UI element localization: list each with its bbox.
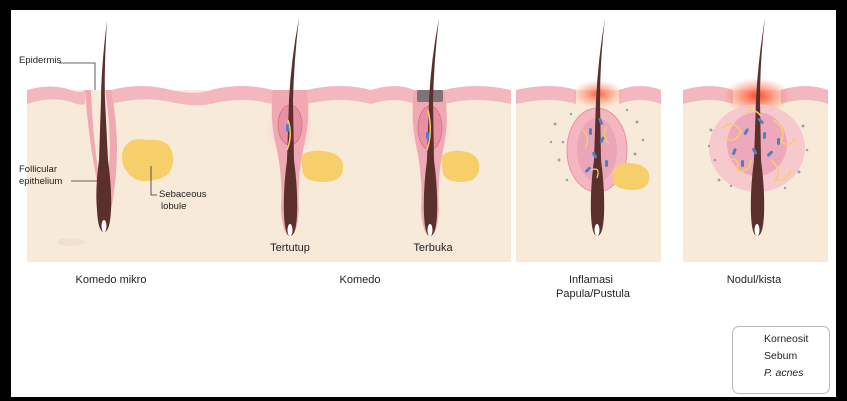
pale-mark: [57, 238, 85, 246]
open-comedo-sublabel: Terbuka: [413, 242, 452, 255]
hair-bulb-papilla: [428, 224, 433, 236]
hair-bulb-papilla: [595, 224, 600, 236]
caption-micro-comedo: Komedo mikro: [76, 274, 147, 287]
legend-sebum-label: Sebum: [764, 350, 797, 362]
caption-papule-pustule: Papula/Pustula: [556, 288, 630, 301]
sebaceous-gland: [441, 151, 479, 182]
panel-inflammation: [516, 18, 661, 262]
panel-nodule-cyst: [683, 18, 828, 262]
lobule-label: lobule: [161, 202, 186, 213]
acne-progression-diagram: Epidermis Follicular epithelium Sebaceou…: [11, 10, 836, 397]
closed-comedo-sublabel: Tertutup: [270, 242, 310, 255]
diagram-canvas: [11, 10, 836, 397]
follicular-label: Follicular: [19, 165, 57, 176]
panel-open-comedo: [371, 18, 511, 262]
sebaceous-label: Sebaceous: [159, 190, 207, 201]
legend-bacteria-label: P. acnes: [764, 367, 804, 379]
legend-corneocyte-label: Korneosit: [764, 333, 808, 345]
epidermis-label: Epidermis: [19, 56, 61, 67]
caption-inflammation: Inflamasi: [569, 274, 613, 287]
hair-bulb-papilla: [755, 224, 760, 236]
bacteria-rod: [286, 124, 289, 132]
hair-bulb-papilla: [288, 224, 293, 236]
epidermis-pointer: [59, 63, 95, 90]
bacteria-rod: [426, 132, 429, 139]
panel-closed-comedo: [211, 18, 371, 262]
epithelium-label: epithelium: [19, 177, 62, 188]
caption-comedo: Komedo: [340, 274, 381, 287]
hair-bulb-papilla: [102, 220, 107, 232]
sebaceous-gland: [301, 151, 343, 182]
caption-nodule-cyst: Nodul/kista: [727, 274, 781, 287]
